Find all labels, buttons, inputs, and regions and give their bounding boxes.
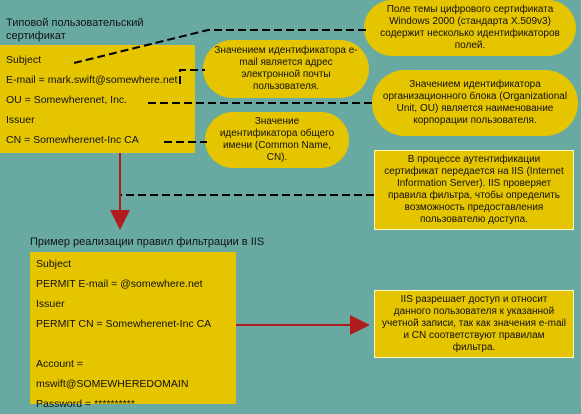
cert-line-subject: Subject: [6, 54, 42, 66]
filter-title: Пример реализации правил фильтрации в II…: [30, 236, 265, 248]
filter-line-email: PERMIT E-mail = @somewhere.net: [36, 278, 203, 290]
cert-line-email: E-mail = mark.swift@somewhere.net: [6, 74, 178, 86]
callout-cn-value: Значение идентификатора общего имени (Co…: [205, 112, 349, 168]
certificate-box: Subject E-mail = mark.swift@somewhere.ne…: [0, 45, 195, 153]
filter-line-password: Password = **********: [36, 398, 135, 410]
callout-subject-field: Поле темы цифрового сертификата Windows …: [364, 0, 576, 56]
filter-line-account: Account =: [36, 358, 83, 370]
cert-line-ou: OU = Somewherenet, Inc.: [6, 94, 128, 106]
filter-line-blank: [36, 334, 236, 354]
callout-iis-grant: IIS разрешает доступ и относит данного п…: [374, 290, 574, 358]
filter-line-cn: PERMIT CN = Somewherenet-Inc CA: [36, 318, 212, 330]
callout-iis-auth: В процессе аутентификации сертификат пер…: [374, 150, 574, 230]
filter-line-issuer: Issuer: [36, 298, 65, 310]
certificate-title: Типовой пользовательский сертификат: [6, 17, 144, 42]
filter-box: Subject PERMIT E-mail = @somewhere.net I…: [30, 252, 236, 410]
filter-line-subject: Subject: [36, 258, 72, 270]
cert-line-cn: CN = Somewherenet-Inc CA: [6, 134, 139, 146]
callout-email-value: Значением идентификатора e-mail является…: [203, 40, 369, 98]
callout-ou-value: Значением идентификатора организационног…: [372, 70, 578, 136]
filter-line-account-value: mswift@SOMEWHEREDOMAIN: [36, 378, 189, 390]
cert-line-issuer: Issuer: [6, 114, 35, 126]
